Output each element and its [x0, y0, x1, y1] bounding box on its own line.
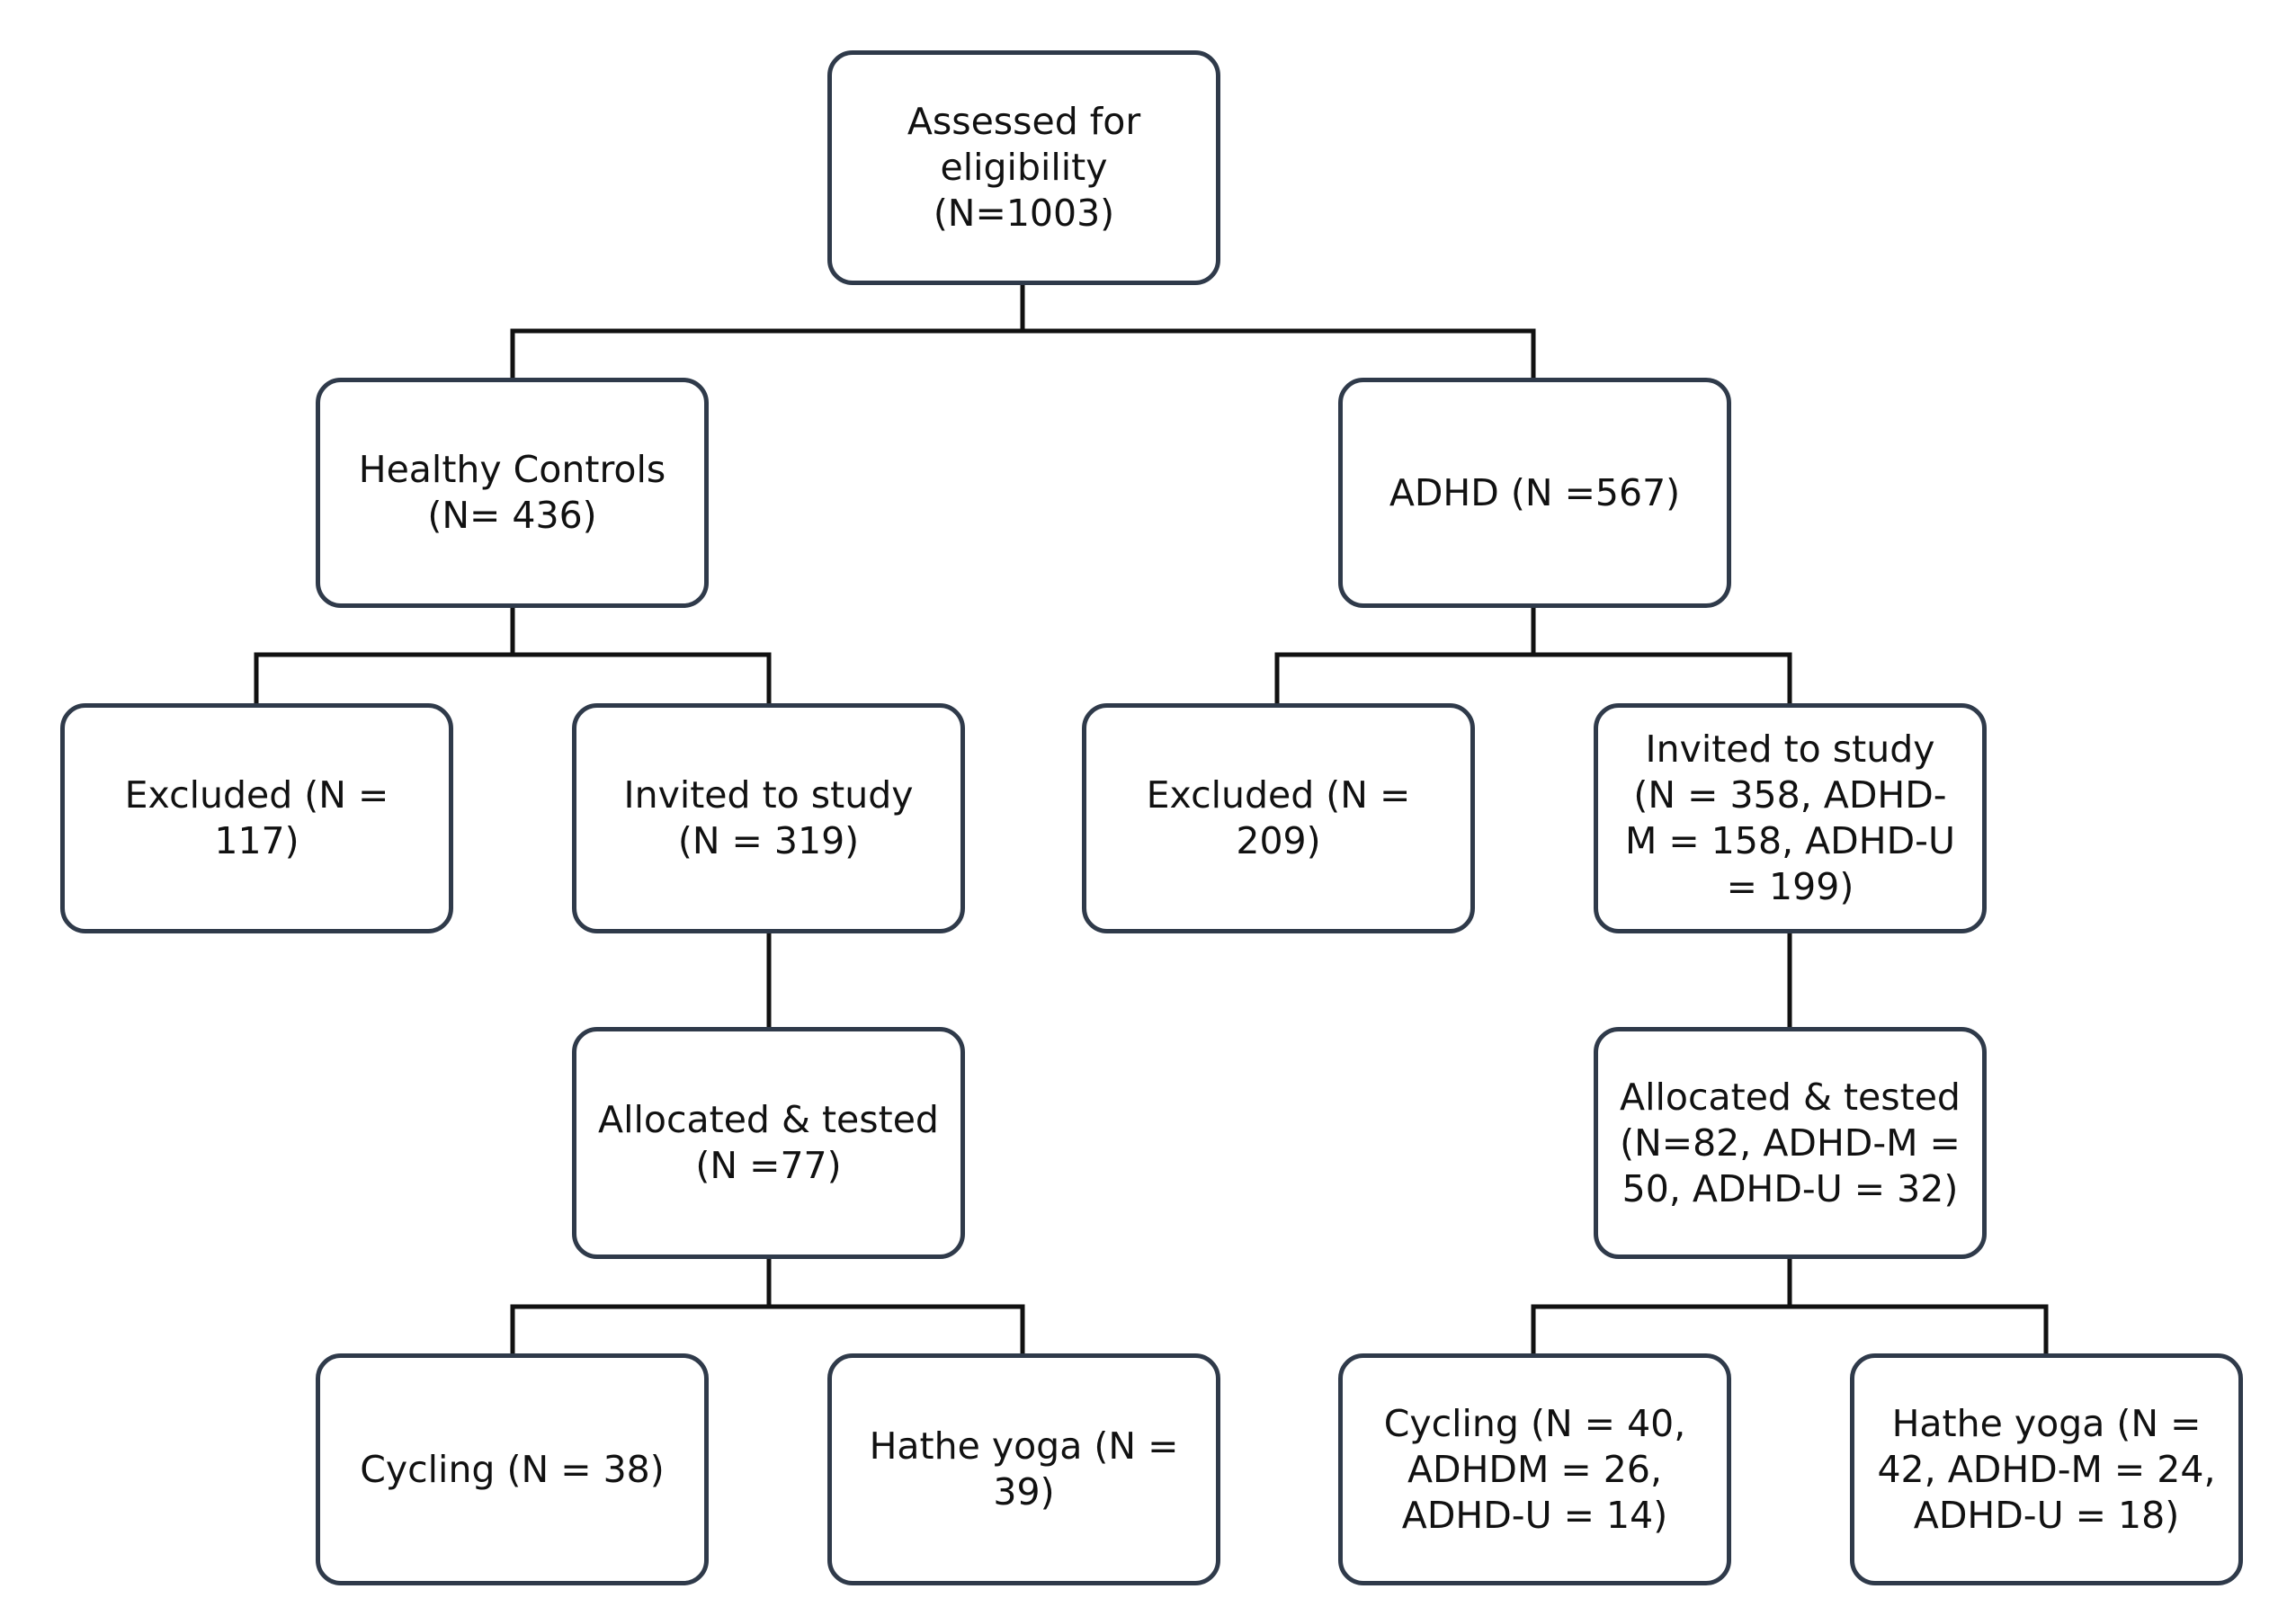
connector-hc: [254, 605, 772, 706]
node-adhd-invited-label: Invited to study (N = 358, ADHD-M = 158,…: [1625, 728, 1955, 908]
node-hc-excluded: Excluded (N = 117): [60, 703, 453, 933]
node-hc-invited-label: Invited to study (N = 319): [623, 773, 914, 862]
node-assessed-label: Assessed for eligibility (N=1003): [907, 100, 1141, 235]
node-adhd-cycling-label: Cycling (N = 40, ADHDM = 26, ADHD-U = 14…: [1383, 1401, 1686, 1537]
node-adhd: ADHD (N =567): [1338, 378, 1731, 608]
node-hc-cycling-label: Cycling (N = 38): [360, 1447, 665, 1491]
node-healthy-controls: Healthy Controls (N= 436): [316, 378, 709, 608]
node-assessed: Assessed for eligibility (N=1003): [827, 50, 1220, 285]
connector-root: [510, 282, 1536, 380]
node-adhd-cycling: Cycling (N = 40, ADHDM = 26, ADHD-U = 14…: [1338, 1353, 1731, 1585]
node-adhd-allocated: Allocated & tested (N=82, ADHD-M = 50, A…: [1594, 1027, 1987, 1259]
node-hc-allocated-label: Allocated & tested (N =77): [598, 1098, 939, 1187]
node-adhd-allocated-label: Allocated & tested (N=82, ADHD-M = 50, A…: [1620, 1075, 1961, 1210]
connector-hc-allocated: [510, 1256, 1025, 1356]
node-adhd-excluded: Excluded (N = 209): [1082, 703, 1475, 933]
node-hc-allocated: Allocated & tested (N =77): [572, 1027, 965, 1259]
connector-adhd-allocated: [1531, 1256, 2049, 1356]
node-adhd-yoga-label: Hathe yoga (N = 42, ADHD-M = 24, ADHD-U …: [1877, 1401, 2216, 1537]
node-hc-excluded-label: Excluded (N = 117): [124, 773, 389, 862]
node-adhd-yoga: Hathe yoga (N = 42, ADHD-M = 24, ADHD-U …: [1850, 1353, 2243, 1585]
node-hc-yoga-label: Hathe yoga (N = 39): [869, 1424, 1179, 1513]
node-healthy-controls-label: Healthy Controls (N= 436): [358, 448, 666, 537]
node-adhd-label: ADHD (N =567): [1389, 470, 1681, 514]
node-hc-invited: Invited to study (N = 319): [572, 703, 965, 933]
node-adhd-invited: Invited to study (N = 358, ADHD-M = 158,…: [1594, 703, 1987, 933]
node-adhd-excluded-label: Excluded (N = 209): [1146, 773, 1411, 862]
node-hc-cycling: Cycling (N = 38): [316, 1353, 709, 1585]
node-hc-yoga: Hathe yoga (N = 39): [827, 1353, 1220, 1585]
connector-adhd: [1274, 605, 1792, 706]
